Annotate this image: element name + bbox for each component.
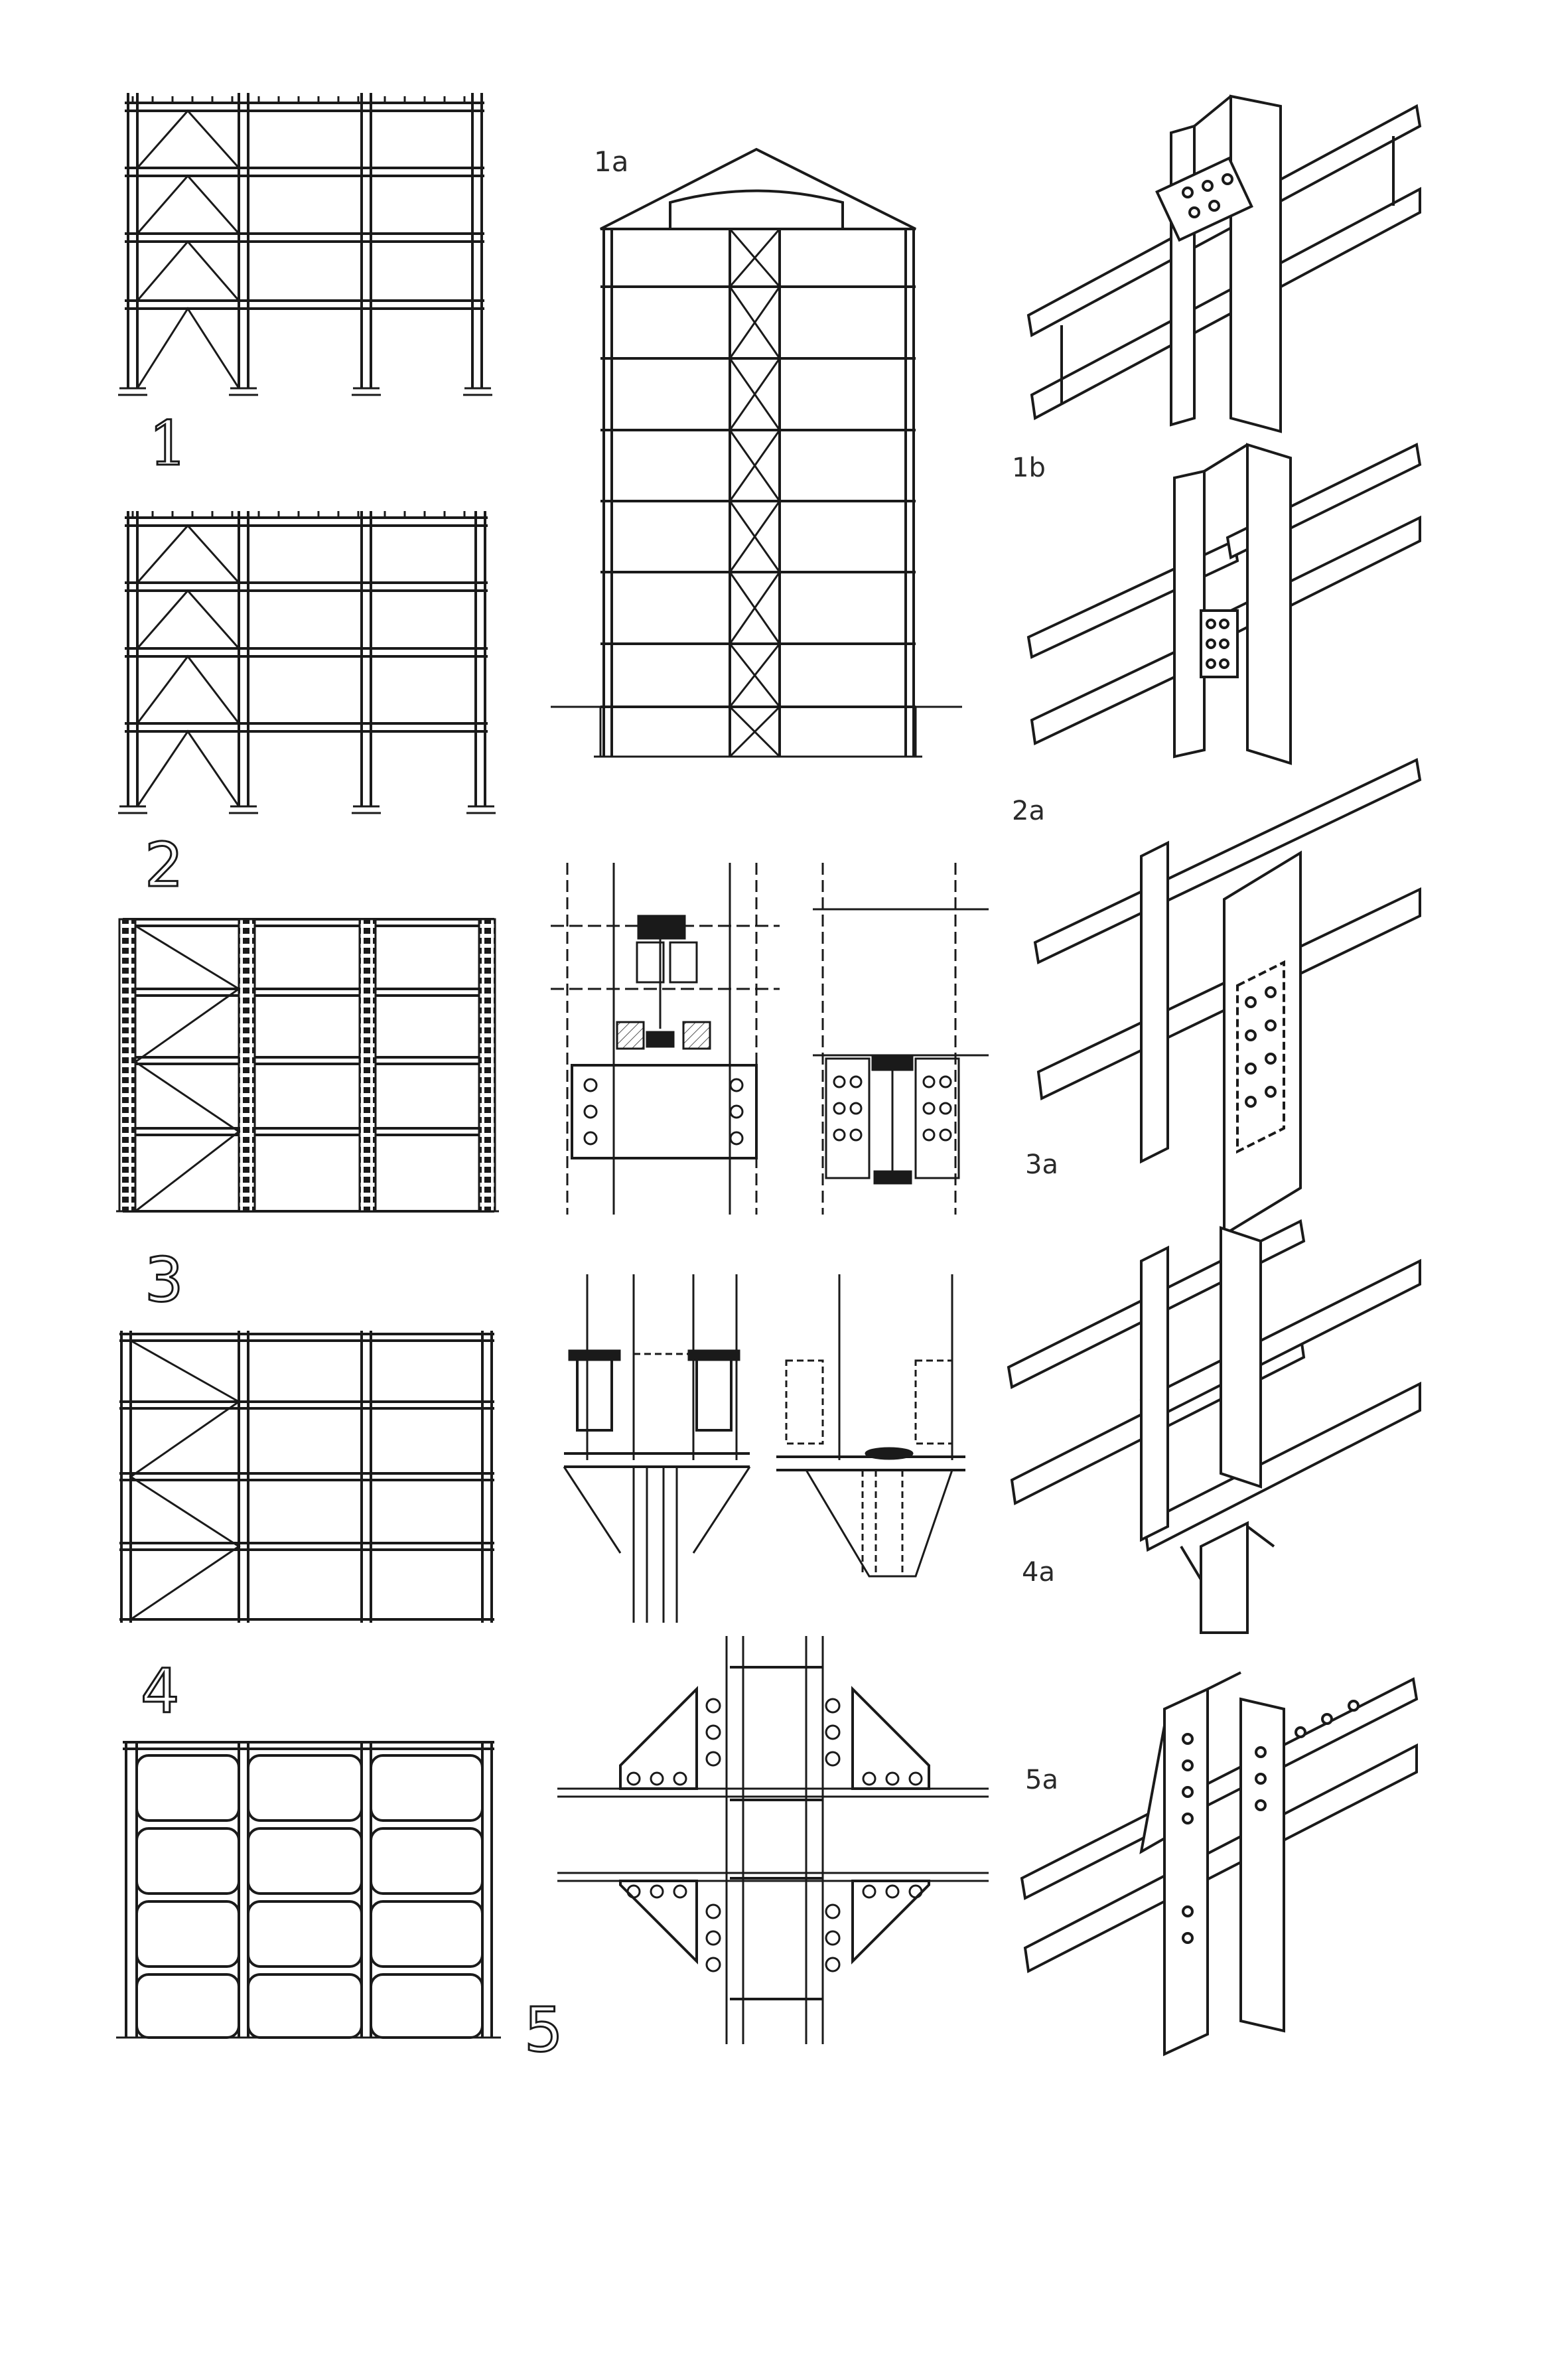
frame-2-roof-joists bbox=[131, 511, 466, 518]
figure-label-3a: 3a bbox=[1025, 1150, 1058, 1180]
figure-label-1b: 1b bbox=[1012, 453, 1046, 483]
frame-4-floors bbox=[119, 1333, 494, 1621]
frame-2-bracing bbox=[136, 524, 240, 807]
gusset-rivets bbox=[626, 1698, 923, 1972]
figure-label-1: 1 bbox=[149, 408, 186, 479]
frame-5-panels bbox=[135, 1754, 484, 2039]
isometric-connection-3a bbox=[1033, 758, 1422, 1237]
isometric-connection-4a bbox=[1007, 1219, 1421, 1634]
frame-2-floors bbox=[125, 516, 488, 733]
frame-3-floors bbox=[123, 918, 494, 1213]
frame-1-footings bbox=[118, 387, 492, 396]
figure-label-4: 4 bbox=[141, 1656, 180, 1727]
figure-label-5: 5 bbox=[524, 1994, 563, 2065]
figure-label-3: 3 bbox=[145, 1244, 184, 1315]
frame-3-elevation bbox=[116, 918, 499, 1213]
figure-1a-core-bracing bbox=[729, 228, 781, 758]
frame-1-roof-joists bbox=[131, 96, 466, 103]
frame-5-rigid-frame bbox=[116, 1741, 501, 2039]
frame-1-columns bbox=[127, 93, 483, 388]
frame-4-elevation bbox=[119, 1331, 494, 1623]
isometric-connection-5a bbox=[1020, 1671, 1419, 2057]
figure-label-4a: 4a bbox=[1022, 1557, 1055, 1588]
figure-label-1a: 1a bbox=[594, 145, 628, 178]
frame-4-bracing bbox=[129, 1339, 241, 1621]
frame-2-columns bbox=[127, 511, 486, 806]
isometric-connection-2a bbox=[1026, 443, 1422, 765]
frame-2-elevation bbox=[118, 511, 496, 814]
frame-4-columns bbox=[120, 1331, 493, 1623]
figure-label-2a: 2a bbox=[1012, 796, 1045, 826]
frame-1-elevation bbox=[118, 93, 492, 396]
frame-1-floors bbox=[125, 102, 484, 310]
detail-column-base-front bbox=[563, 1274, 751, 1623]
frame-3-bracing bbox=[133, 925, 241, 1213]
figure-label-2: 2 bbox=[145, 830, 184, 901]
isometric-connection-1b bbox=[1026, 94, 1422, 433]
frame-2-footings bbox=[118, 805, 496, 814]
detail-column-splice-front bbox=[551, 863, 780, 1215]
detail-column-splice-side bbox=[813, 863, 989, 1215]
frame-3-lattice-columns bbox=[118, 918, 496, 1213]
detail-column-base-side bbox=[776, 1274, 965, 1578]
gusset-plates bbox=[619, 1686, 930, 1965]
detail-gusset-joint bbox=[557, 1636, 989, 2044]
figure-1a-building-section bbox=[551, 147, 962, 758]
frame-1-bracing bbox=[136, 109, 240, 389]
figure-label-5a: 5a bbox=[1025, 1765, 1058, 1795]
